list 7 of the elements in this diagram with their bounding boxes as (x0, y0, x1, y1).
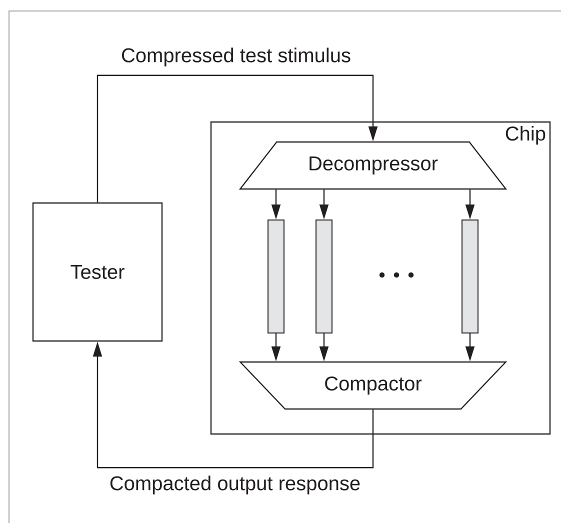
scan-chain-bar (268, 220, 284, 334)
scan-chain-bar (462, 220, 478, 334)
arrow (96, 74, 378, 202)
edge-label: Compressed test stimulus (120, 46, 352, 68)
scan-chain-bar (316, 220, 332, 334)
edge-label: Compacted output response (108, 474, 362, 496)
tester-box: Tester (32, 202, 163, 342)
